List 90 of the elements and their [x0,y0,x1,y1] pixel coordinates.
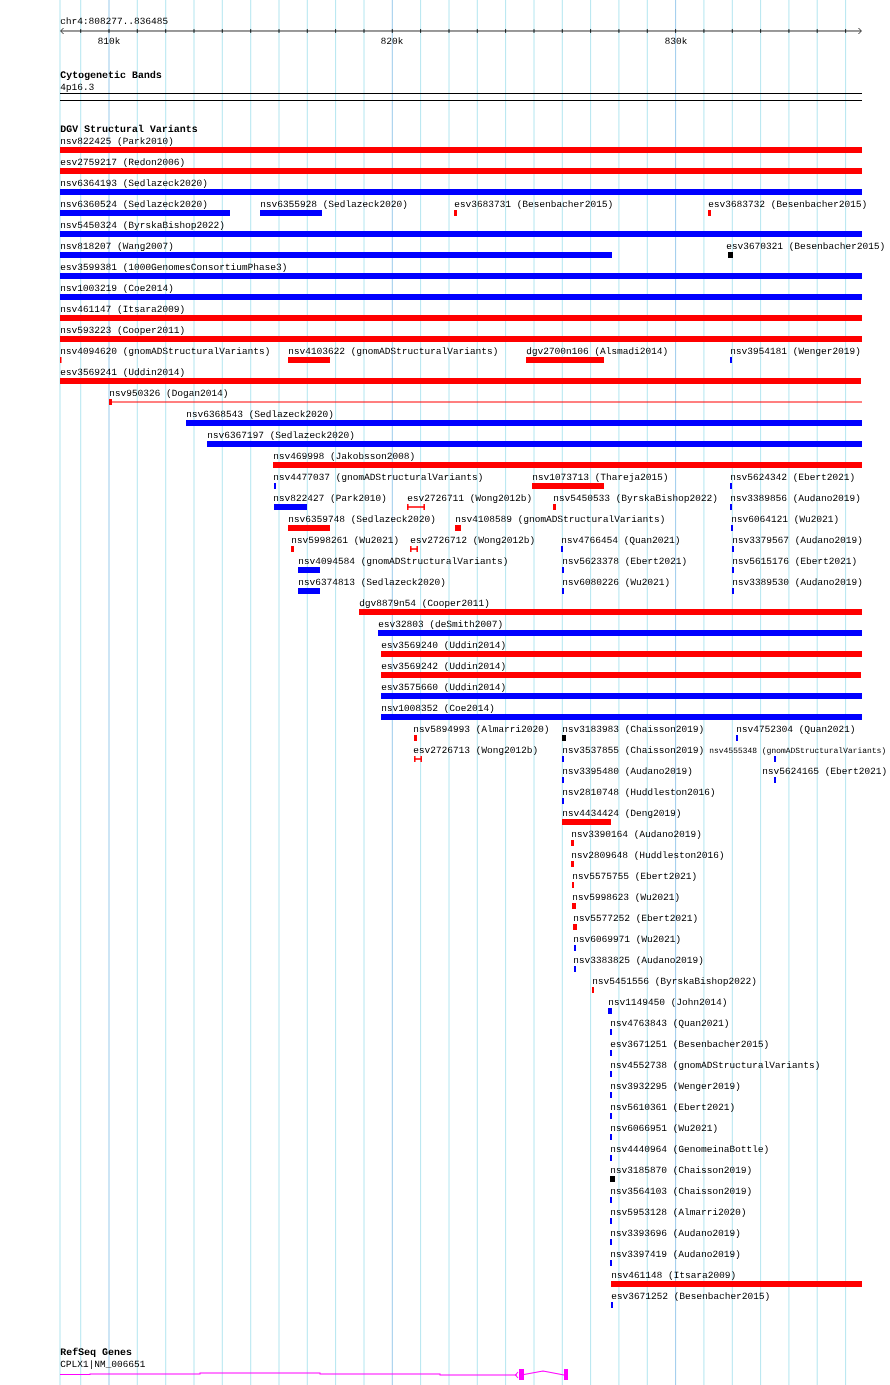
variant-label: esv2726711 (Wong2012b) [407,494,531,503]
variant-label: nsv5623378 (Ebert2021) [563,557,686,566]
variant-label: esv3575660 (Uddin2014) [381,683,505,692]
variant-label: nsv4763843 (Quan2021) [611,1019,728,1028]
gene-label: CPLX1|NM_006651 [60,1360,145,1369]
variant-label: esv3670321 (Besenbacher2015) [726,242,884,251]
variant-label: nsv3183983 (Chaisson2019) [563,725,703,734]
variant-label: esv2759217 (Redon2006) [60,158,184,167]
variant-label: nsv5998261 (Wu2021) [292,536,398,545]
variant-label: nsv4108589 (gnomADStructuralVariants) [456,515,664,524]
track-heading: RefSeq Genes [60,1347,132,1358]
variant-label: nsv6355928 (Sedlazeck2020) [261,200,407,209]
variant-label: esv2726712 (Wong2012b) [410,536,534,545]
tick-label: 810k [98,37,120,45]
variant-label: nsv5624165 (Ebert2021) [763,767,886,776]
variant-label: nsv3932295 (Wenger2019) [611,1082,740,1091]
variant-label: esv3569242 (Uddin2014) [381,662,505,671]
track-heading: DGV Structural Variants [60,124,198,133]
variant-label: nsv461148 (Itsara2009) [612,1271,735,1280]
variant-label: nsv6080226 (Wu2021) [563,578,669,587]
variant-label: nsv818207 (Wang2007) [61,242,173,251]
variant-label: nsv5575755 (Ebert2021) [573,872,696,881]
variant-label: nsv4752304 (Quan2021) [737,725,854,734]
variant-label: nsv6364193 (Sedlazeck2020) [61,179,207,188]
variant-label: esv32803 (deSmith2007) [378,620,502,629]
variant-label: nsv3537855 (Chaisson2019) [563,746,703,755]
variant-label: nsv4094620 (gnomADStructuralVariants) [61,347,269,356]
variant-label: nsv6069971 (Wu2021) [574,935,680,944]
variant-label: nsv5953128 (Almarri2020) [611,1208,745,1217]
variant-label: nsv3383825 (Audano2019) [574,956,703,965]
variant-label: esv3569241 (Uddin2014) [60,368,184,377]
band-label: 4p16.3 [60,83,94,92]
variant-label: nsv1149450 (John2014) [609,998,726,1007]
variant-label: nsv5615176 (Ebert2021) [733,557,856,566]
variant-label: nsv5577252 (Ebert2021) [574,914,697,923]
variant-label: nsv5998623 (Wu2021) [573,893,679,902]
variant-label: nsv5894993 (Almarri2020) [414,725,548,734]
variant-label: esv3671252 (Besenbacher2015) [611,1292,769,1301]
variant-label: nsv1008352 (Coe2014) [382,704,494,713]
variant-label: nsv3393696 (Audano2019) [611,1229,740,1238]
variant-label: nsv6368543 (Sedlazeck2020) [187,410,333,419]
variant-label: nsv2810748 (Huddleston2016) [563,788,714,797]
variant-label: esv3599381 (1000GenomesConsortiumPhase3) [60,263,286,272]
variant-label: nsv6066951 (Wu2021) [611,1124,717,1133]
variant-label: nsv5451556 (ByrskaBishop2022) [593,977,756,986]
variant-label: nsv6360524 (Sedlazeck2020) [61,200,207,209]
variant-label: nsv3954181 (Wenger2019) [731,347,860,356]
variant-label: nsv3389530 (Audano2019) [733,578,862,587]
variant-label: nsv3564103 (Chaisson2019) [611,1187,751,1196]
variant-label: nsv4440964 (GenomeinaBottle) [611,1145,768,1154]
variant-label: nsv4552738 (gnomADStructuralVariants) [611,1061,819,1070]
axis-label: chr4:808277..836485 [60,17,168,25]
variant-label: nsv5624342 (Ebert2021) [731,473,854,482]
variant-label: nsv822427 (Park2010) [274,494,386,503]
variant-label: nsv1003219 (Coe2014) [61,284,173,293]
variant-label: nsv5450324 (ByrskaBishop2022) [61,221,224,230]
variant-label: nsv469998 (Jakobsson2008) [274,452,414,461]
variant-label: nsv593223 (Cooper2011) [61,326,184,335]
tick-label: 830k [665,37,687,45]
variant-label: esv2726713 (Wong2012b) [413,746,537,755]
variant-label: esv3671251 (Besenbacher2015) [610,1040,768,1049]
variant-label: nsv3379567 (Audano2019) [733,536,862,545]
variant-label: nsv950326 (Dogan2014) [110,389,227,398]
variant-label: esv3683731 (Besenbacher2015) [454,200,612,209]
variant-label: nsv4766454 (Quan2021) [562,536,679,545]
variant-label: nsv3395480 (Audano2019) [563,767,692,776]
variant-label: nsv4103622 (gnomADStructuralVariants) [289,347,497,356]
variant-label: esv3683732 (Besenbacher2015) [708,200,866,209]
variant-label: nsv4434424 (Deng2019) [563,809,680,818]
variant-label: dgv2700n106 (Alsmadi2014) [526,347,667,356]
variant-label: nsv6367197 (Sedlazeck2020) [208,431,354,440]
variant-label: nsv4094584 (gnomADStructuralVariants) [299,557,507,566]
variant-label: nsv3397419 (Audano2019) [611,1250,740,1259]
variant-label: nsv6374813 (Sedlazeck2020) [299,578,445,587]
variant-label: nsv6359748 (Sedlazeck2020) [289,515,435,524]
variant-label: nsv5610361 (Ebert2021) [611,1103,734,1112]
variant-label: nsv5450533 (ByrskaBishop2022) [554,494,717,503]
variant-label: nsv3389856 (Audano2019) [731,494,860,503]
variant-label: nsv4477037 (gnomADStructuralVariants) [274,473,482,482]
variant-label: nsv3390164 (Audano2019) [572,830,701,839]
variant-label: nsv6064121 (Wu2021) [732,515,838,524]
variant-label: nsv822425 (Park2010) [61,137,173,146]
variant-label: nsv1073713 (Thareja2015) [533,473,667,482]
track-heading: Cytogenetic Bands [60,70,162,81]
variant-label: dgv8879n54 (Cooper2011) [359,599,489,608]
variant-label: nsv461147 (Itsara2009) [61,305,184,314]
variant-label: esv3569240 (Uddin2014) [381,641,505,650]
tick-label: 820k [381,37,403,45]
variant-label: nsv2809648 (Huddleston2016) [572,851,723,860]
variant-label: nsv3185870 (Chaisson2019) [611,1166,751,1175]
